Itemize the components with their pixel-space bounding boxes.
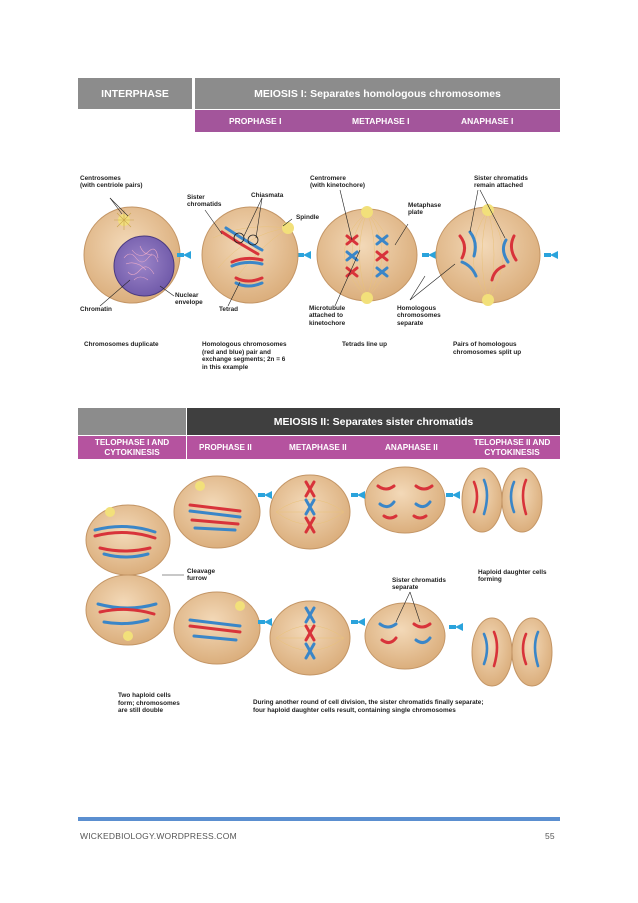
label-chiasmata: Chiasmata [251, 192, 283, 199]
caption-pairs-split: Pairs of homologous chromosomes split up [453, 341, 521, 356]
interphase-cell [84, 207, 180, 303]
label-centrosomes: Centrosomes (with centriole pairs) [80, 175, 143, 190]
metaphase2-label: METAPHASE II [289, 443, 347, 452]
label-spindle: Spindle [296, 214, 319, 221]
meiosis2-header: MEIOSIS II: Separates sister chromatids [187, 408, 560, 435]
label-sister-chromatids: Sister chromatids [187, 194, 221, 209]
telophase1-label: TELOPHASE I AND CYTOKINESIS [95, 438, 169, 456]
label-metaphase-plate: Metaphase plate [408, 202, 441, 217]
caption-chromosomes-duplicate: Chromosomes duplicate [84, 341, 159, 349]
telophase1-header: TELOPHASE I AND CYTOKINESIS [78, 436, 186, 459]
caption-tetrads-line-up: Tetrads line up [342, 341, 387, 349]
caption-homologous-pair: Homologous chromosomes (red and blue) pa… [202, 341, 287, 372]
meiosis1-continued-header [78, 408, 186, 435]
meiosis2-phase-bar: PROPHASE II METAPHASE II ANAPHASE II TEL… [187, 436, 560, 459]
footer-rule [78, 817, 560, 821]
anaphase2-label: ANAPHASE II [385, 443, 438, 452]
label-sister-attached: Sister chromatids remain attached [474, 175, 528, 190]
prophase2-label: PROPHASE II [199, 443, 252, 452]
meiosis2-title: MEIOSIS II: Separates sister chromatids [274, 416, 474, 428]
nucleus [114, 236, 174, 296]
page-number: 55 [545, 831, 555, 841]
label-nuclear-envelope: Nuclear envelope [175, 292, 203, 307]
caption-four-haploid: During another round of cell division, t… [253, 699, 483, 714]
label-centromere: Centromere (with kinetochore) [310, 175, 365, 190]
metaphase2-cells [270, 475, 350, 675]
centrosome-icon [114, 210, 134, 230]
anaphase2-cells [365, 467, 445, 669]
footer-site: WICKEDBIOLOGY.WORDPRESS.COM [80, 831, 237, 841]
caption-two-haploid: Two haploid cells form; chromosomes are … [118, 692, 180, 715]
telophase2-label: TELOPHASE II AND CYTOKINESIS [467, 437, 557, 458]
label-haploid-forming: Haploid daughter cells forming [478, 569, 547, 584]
metaphase1-cell [317, 206, 417, 304]
label-homologous-separate: Homologous chromosomes separate [397, 305, 441, 327]
anaphase1-cell [436, 204, 540, 306]
label-microtubule: Microtubule attached to kinetochore [309, 305, 345, 327]
label-cleavage-furrow: Cleavage furrow [187, 568, 215, 583]
label-chromatin: Chromatin [80, 306, 112, 313]
label-tetrad: Tetrad [219, 306, 238, 313]
label-sister-separate: Sister chromatids separate [392, 577, 446, 592]
prophase1-cell [202, 207, 298, 303]
telophase1-cells [86, 505, 170, 645]
